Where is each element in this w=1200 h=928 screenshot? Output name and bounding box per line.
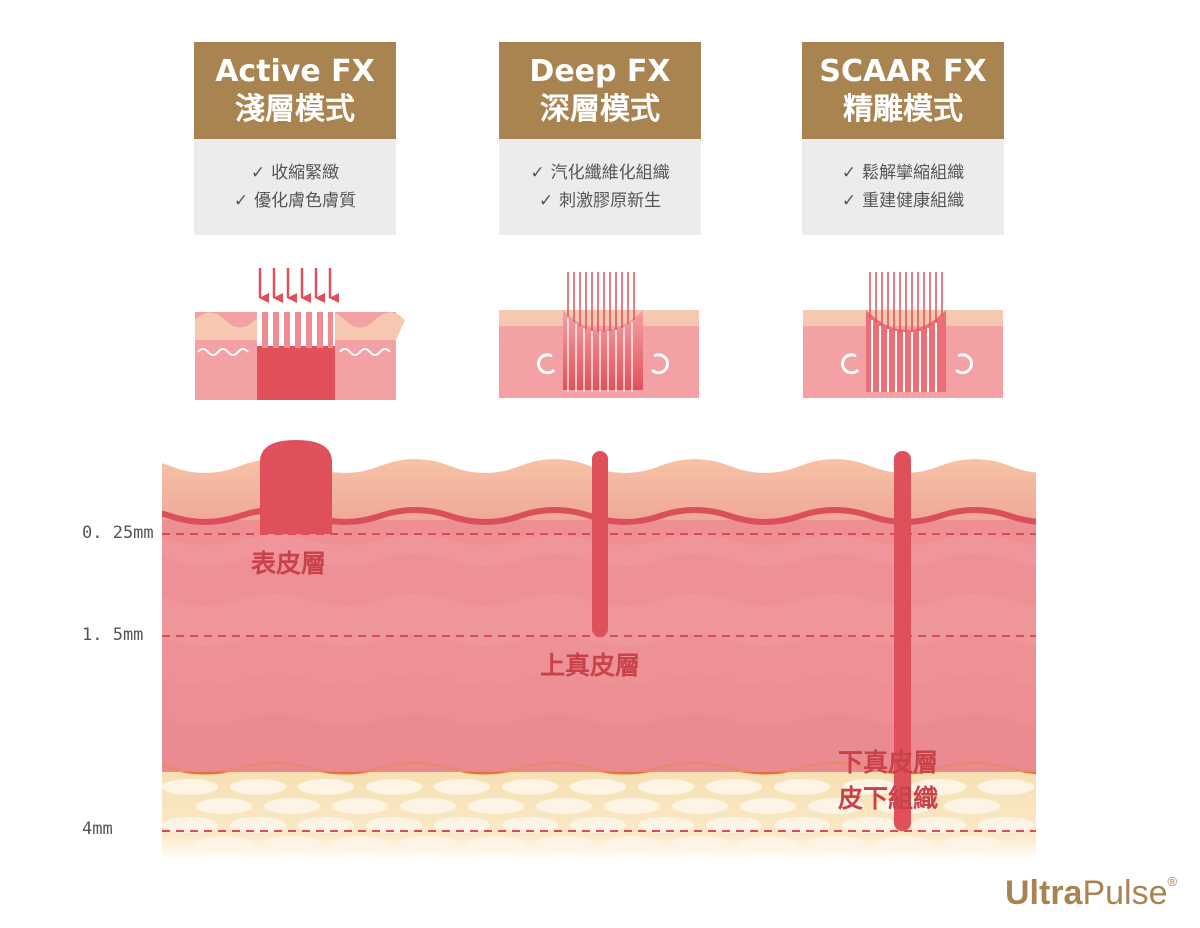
layer-label-epidermis: 表皮層 — [251, 549, 327, 578]
rotation-icon — [536, 353, 670, 375]
mode-name-zh: 淺層模式 — [235, 91, 355, 127]
depth-label: 1. 5mm — [82, 625, 144, 645]
deep-fx-illustration — [499, 272, 699, 398]
layer-label-subcutaneous: 皮下組織 — [838, 784, 939, 813]
active-fx-ablation-zone — [260, 440, 332, 534]
scaar-fx-channel — [894, 451, 911, 831]
check-icon: ✓ — [250, 163, 266, 183]
skin-cross-section — [162, 440, 1036, 860]
mode-benefits: ✓汽化纖維化組織 ✓刺激膠原新生 — [499, 139, 701, 235]
mode-header: SCAAR FX 精雕模式 — [802, 42, 1004, 139]
benefit-item: ✓收縮緊緻 — [250, 163, 340, 183]
benefit-item: ✓刺激膠原新生 — [538, 191, 662, 211]
benefit-item: ✓重建健康組織 — [841, 191, 965, 211]
depth-label: 4mm — [82, 819, 113, 839]
mode-card-active-fx: Active FX 淺層模式 ✓收縮緊緻 ✓優化膚色膚質 — [194, 42, 396, 235]
mode-name-zh: 精雕模式 — [843, 91, 963, 127]
ultrapulse-logo: UltraPulse® — [1005, 874, 1178, 912]
active-fx-illustration — [195, 268, 405, 400]
mode-name-zh: 深層模式 — [540, 91, 660, 127]
scaar-fx-illustration — [803, 272, 1003, 398]
check-icon: ✓ — [530, 163, 545, 183]
layer-label-lower-dermis: 下真皮層 — [838, 748, 939, 777]
rotation-icon — [840, 353, 974, 375]
mode-header: Active FX 淺層模式 — [194, 42, 396, 139]
mode-card-scaar-fx: SCAAR FX 精雕模式 ✓鬆解攣縮組織 ✓重建健康組織 — [802, 42, 1004, 235]
check-icon: ✓ — [538, 191, 554, 211]
mode-benefits: ✓鬆解攣縮組織 ✓重建健康組織 — [802, 139, 1004, 235]
benefit-item: ✓汽化纖維化組織 — [530, 163, 670, 183]
benefit-item: ✓優化膚色膚質 — [233, 191, 357, 211]
mode-name: Active FX — [215, 53, 375, 89]
check-icon: ✓ — [841, 191, 857, 211]
benefit-item: ✓鬆解攣縮組織 — [841, 163, 965, 183]
fat-cells — [162, 779, 1034, 852]
mode-name: SCAAR FX — [819, 53, 987, 89]
mode-card-deep-fx: Deep FX 深層模式 ✓汽化纖維化組織 ✓刺激膠原新生 — [499, 42, 701, 235]
mode-name: Deep FX — [529, 53, 671, 89]
depth-label: 0. 25mm — [82, 523, 154, 543]
mode-header: Deep FX 深層模式 — [499, 42, 701, 139]
check-icon: ✓ — [841, 163, 857, 183]
deep-fx-channel — [592, 451, 608, 637]
check-icon: ✓ — [233, 191, 249, 211]
mode-benefits: ✓收縮緊緻 ✓優化膚色膚質 — [194, 139, 396, 235]
layer-label-upper-dermis: 上真皮層 — [540, 651, 641, 680]
